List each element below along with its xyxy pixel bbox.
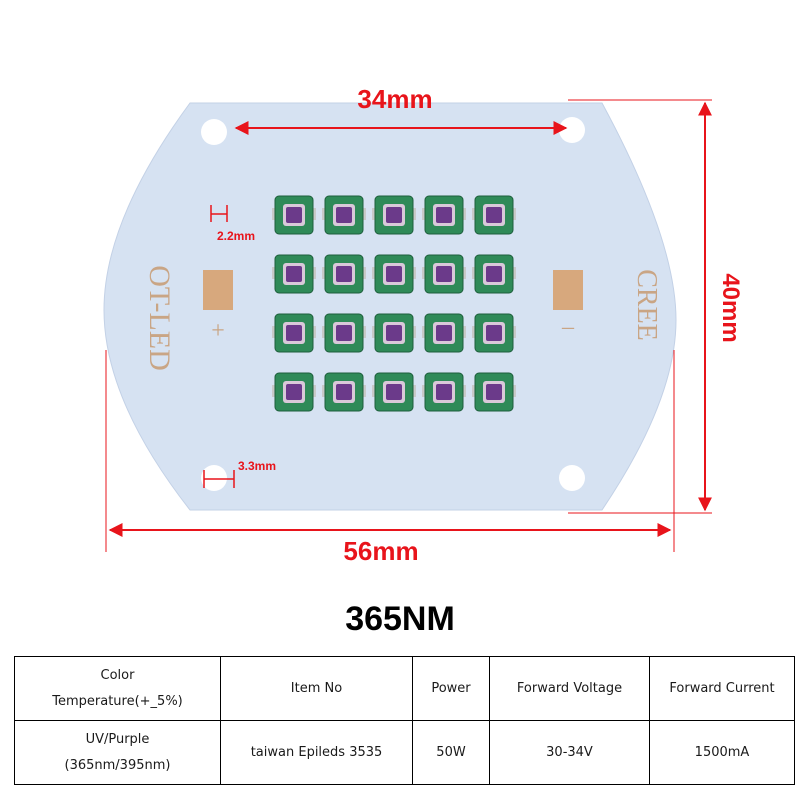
pad-minus-label: – (561, 314, 575, 340)
cell-line: UV/Purple (85, 731, 150, 747)
led-chip (272, 313, 316, 353)
dim-led-gap-label: 2.2mm (217, 229, 255, 243)
led-chip (372, 254, 416, 294)
dim-overall-width-label: 56mm (343, 536, 418, 566)
led-chip (422, 195, 466, 235)
led-chip (472, 195, 516, 235)
mounting-hole-top-right (559, 117, 585, 143)
mounting-hole-bottom-right (559, 465, 585, 491)
mounting-hole-bottom-left (201, 465, 227, 491)
led-chip (272, 195, 316, 235)
led-chip (472, 372, 516, 412)
led-chip (322, 254, 366, 294)
dim-hole-label: 3.3mm (238, 459, 276, 473)
cell-line: Temperature(+_5%) (52, 693, 183, 709)
led-chip (322, 195, 366, 235)
spec-data-cell: UV/Purple (365nm/395nm) (14, 720, 221, 785)
led-chip (422, 372, 466, 412)
led-chip (472, 313, 516, 353)
pad-plus-label: + (211, 318, 225, 344)
dim-top-width-label: 34mm (357, 84, 432, 114)
spec-data-cell: 50W (412, 720, 490, 785)
cell-line: Color (100, 667, 135, 683)
brand-right-label: CREE (631, 269, 662, 341)
led-chip (372, 313, 416, 353)
spec-header-cell: Forward Voltage (489, 656, 650, 721)
led-chip (272, 254, 316, 294)
led-chip (422, 254, 466, 294)
spec-header-cell: Power (412, 656, 490, 721)
spec-data-cell: 30-34V (489, 720, 650, 785)
led-chip (272, 372, 316, 412)
dim-height-label: 40mm (717, 273, 744, 342)
copper-pad-plus (203, 270, 233, 310)
spec-data-cell: taiwan Epileds 3535 (220, 720, 413, 785)
spec-data-row: UV/Purple (365nm/395nm) taiwan Epileds 35… (14, 720, 795, 785)
led-chip (422, 313, 466, 353)
led-chip (372, 372, 416, 412)
cell-line: (365nm/395nm) (64, 757, 171, 773)
board-figure: + – OT-LED CREE 34mm 40mm 56mm 2.2mm 3.3… (103, 84, 744, 566)
brand-left-label: OT-LED (143, 265, 176, 371)
spec-header-cell: Forward Current (649, 656, 795, 721)
pcb-board (103, 102, 677, 511)
led-grid (272, 195, 516, 412)
copper-pad-minus (553, 270, 583, 310)
led-chip (472, 254, 516, 294)
led-chip (322, 313, 366, 353)
spec-header-cell: Item No (220, 656, 413, 721)
led-chip (372, 195, 416, 235)
wavelength-title: 365NM (345, 600, 455, 638)
led-chip (322, 372, 366, 412)
mounting-hole-top-left (201, 119, 227, 145)
spec-data-cell: 1500mA (649, 720, 795, 785)
